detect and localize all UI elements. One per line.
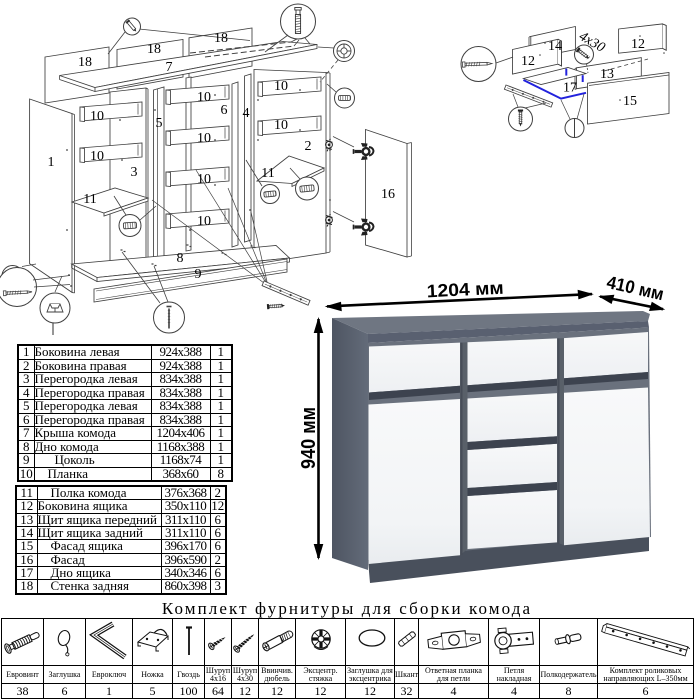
svg-text:10: 10 — [90, 149, 104, 164]
svg-text:10: 10 — [197, 214, 211, 229]
svg-text:7: 7 — [166, 60, 173, 75]
svg-text:17: 17 — [563, 81, 577, 96]
svg-text:10: 10 — [274, 79, 288, 94]
svg-text:1204 мм: 1204 мм — [426, 278, 504, 302]
svg-text:940 мм: 940 мм — [298, 407, 320, 469]
svg-text:10: 10 — [274, 118, 288, 133]
svg-text:11: 11 — [261, 166, 274, 181]
svg-text:10: 10 — [90, 109, 104, 124]
svg-text:18: 18 — [78, 55, 92, 70]
svg-text:4: 4 — [243, 106, 250, 121]
svg-text:10: 10 — [197, 90, 211, 105]
svg-text:8: 8 — [177, 251, 184, 266]
svg-text:2: 2 — [305, 139, 312, 154]
svg-text:16: 16 — [381, 187, 395, 202]
svg-text:10: 10 — [197, 131, 211, 146]
svg-text:13: 13 — [600, 67, 614, 82]
svg-text:3: 3 — [131, 165, 138, 180]
svg-text:5: 5 — [156, 116, 163, 131]
svg-text:9: 9 — [195, 267, 202, 282]
svg-text:10: 10 — [197, 172, 211, 187]
svg-text:11: 11 — [83, 192, 96, 207]
svg-text:18: 18 — [147, 42, 161, 57]
svg-text:18: 18 — [214, 31, 228, 46]
svg-text:15: 15 — [623, 94, 637, 109]
svg-text:6: 6 — [221, 103, 228, 118]
svg-text:12: 12 — [631, 37, 645, 52]
svg-text:1: 1 — [48, 155, 55, 170]
svg-text:12: 12 — [521, 54, 535, 69]
svg-text:14: 14 — [548, 39, 562, 54]
